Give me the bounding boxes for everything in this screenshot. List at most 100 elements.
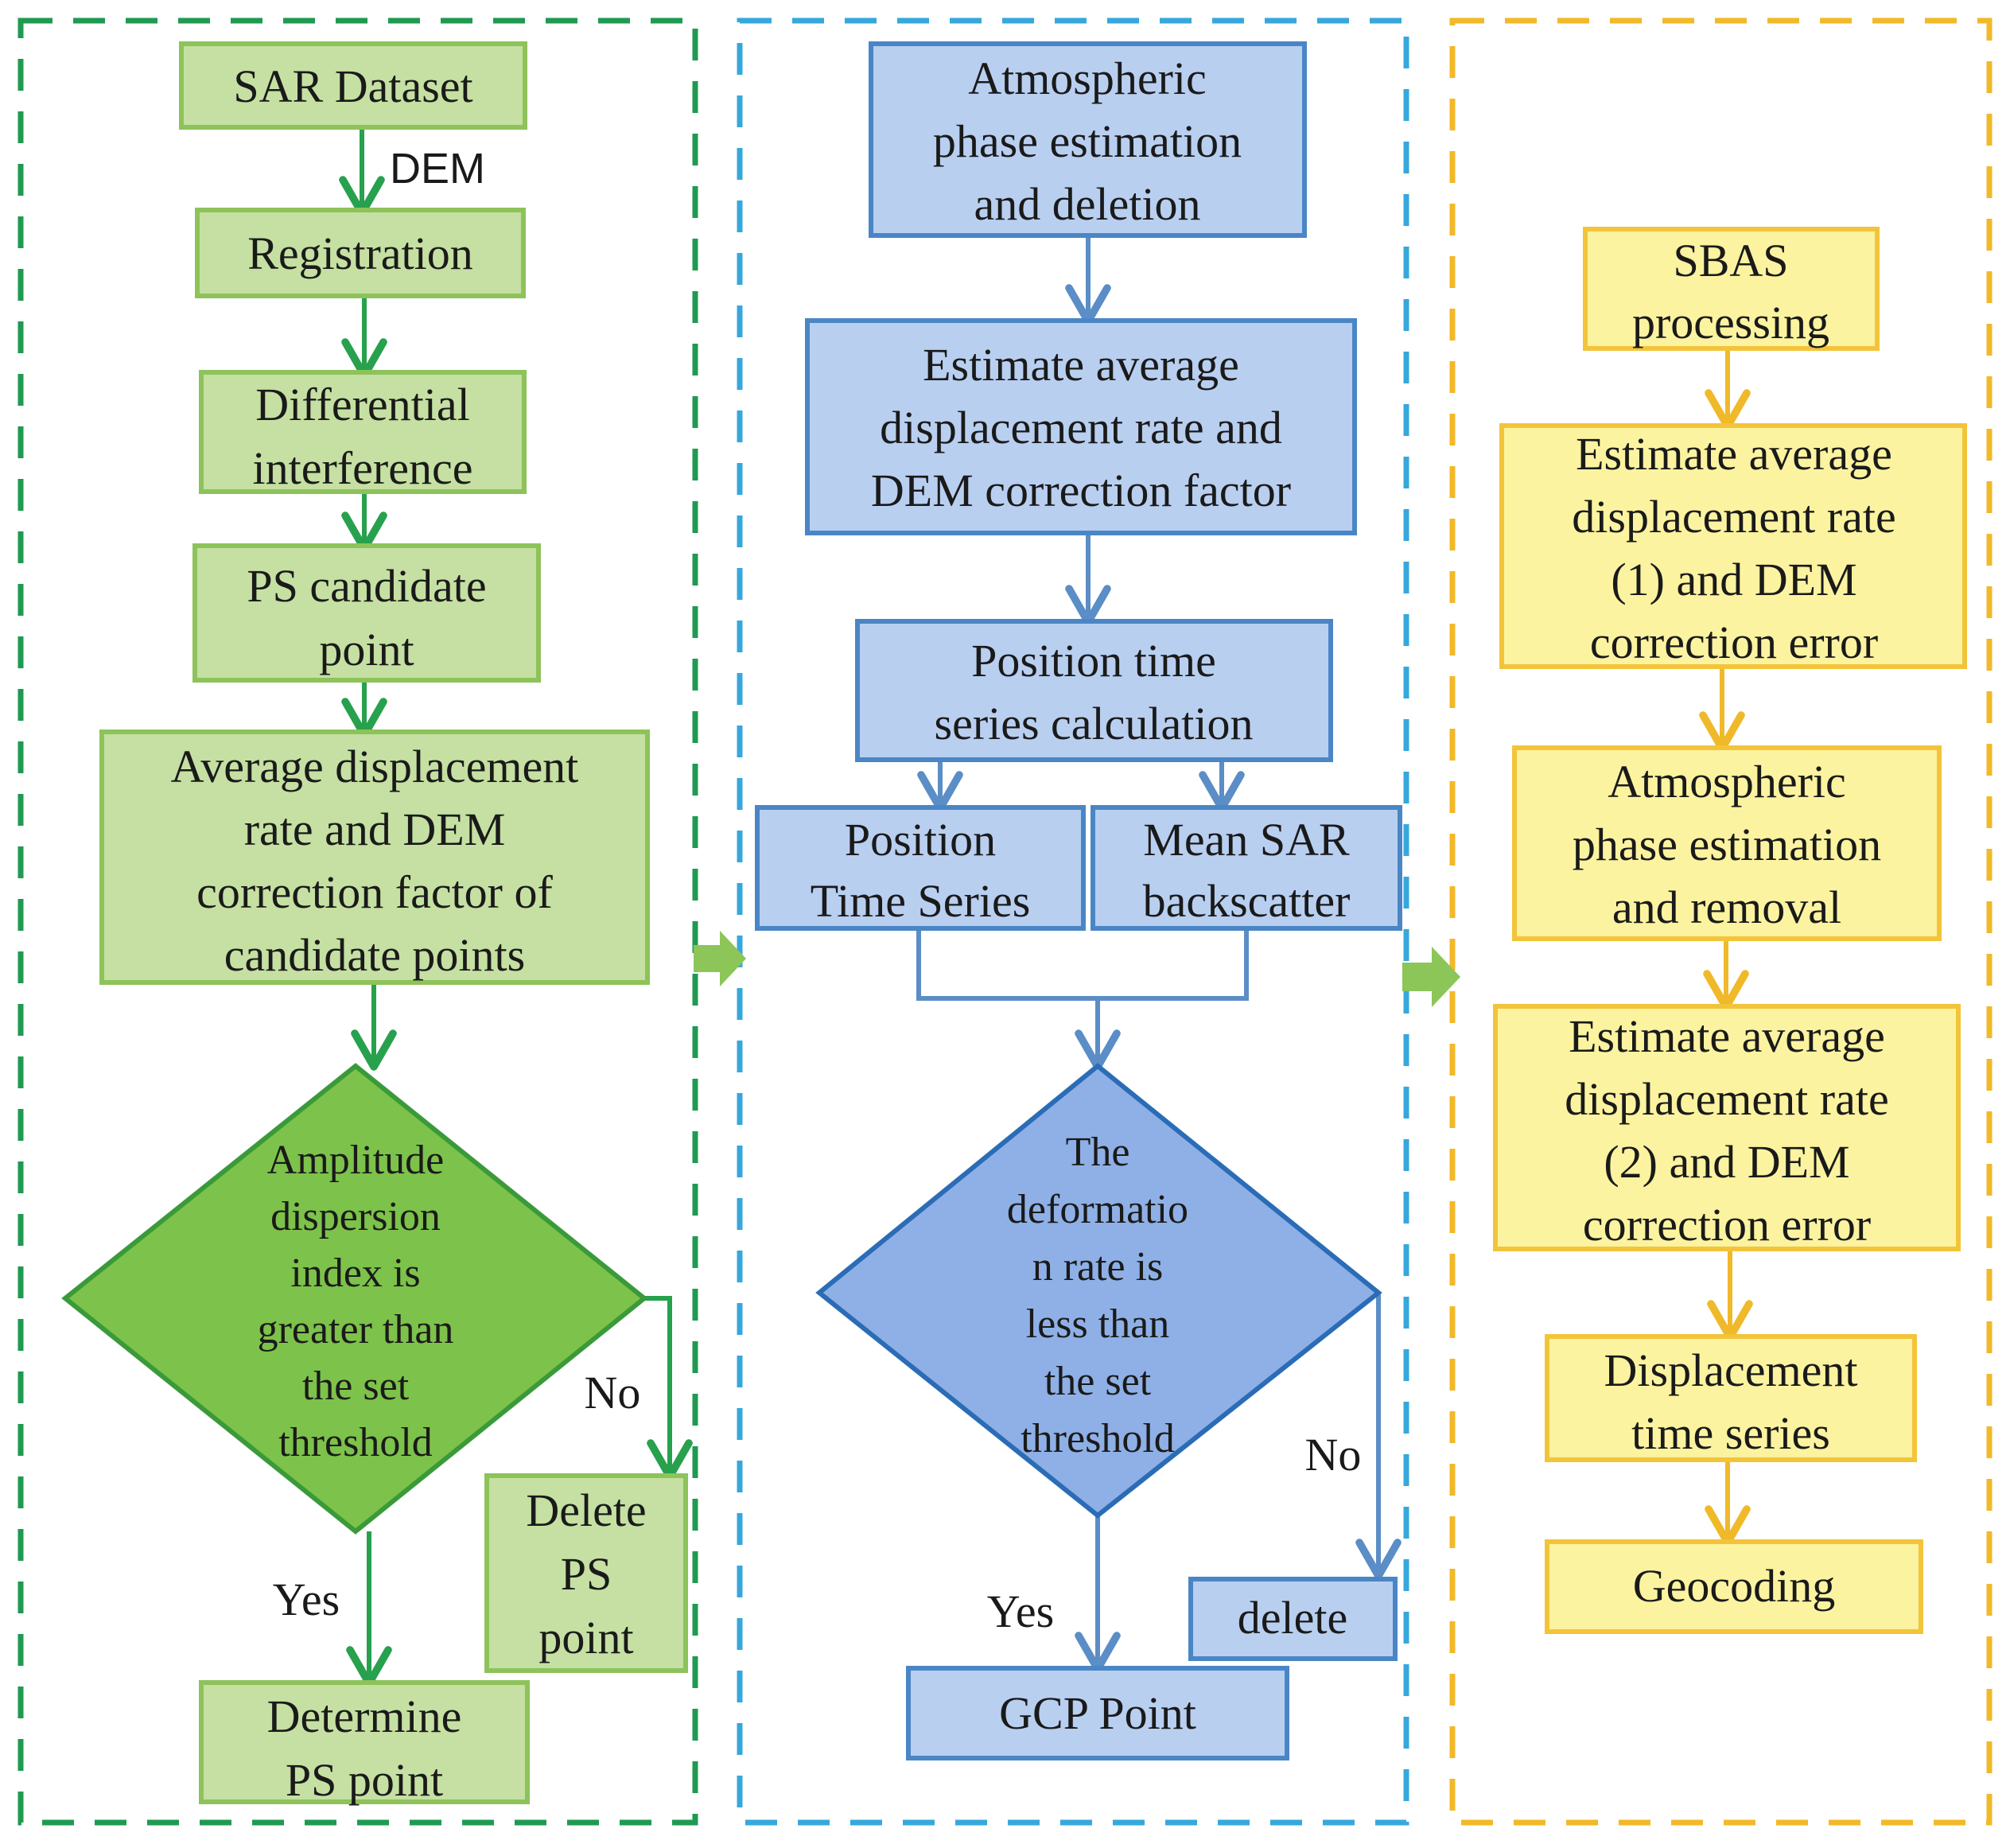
svg-text:Differential: Differential — [255, 379, 469, 430]
label-determine-ps-point: Determine PS point — [267, 1690, 462, 1806]
panel-3-yellow: SBAS processing Estimate average displac… — [1493, 227, 1967, 1634]
label-atmospheric-deletion: Atmospheric phase estimation and deletio… — [933, 53, 1242, 230]
svg-text:point: point — [538, 1612, 633, 1663]
box-position-calc — [855, 619, 1333, 762]
box-mean-sar-backscatter — [1091, 805, 1402, 931]
panel-2-border — [737, 18, 1409, 1826]
box-atmospheric-deletion — [869, 41, 1307, 238]
box-gcp-point — [906, 1666, 1289, 1760]
panel-1-green: SAR Dataset DEM Registration Differentia… — [61, 41, 693, 1806]
svg-text:index is: index is — [290, 1251, 420, 1296]
connector-merge — [916, 928, 1249, 1001]
svg-text:correction error: correction error — [1590, 617, 1878, 668]
panel-transition-arrow-1 — [694, 931, 746, 986]
svg-text:the set: the set — [1044, 1359, 1152, 1404]
svg-text:dispersion: dispersion — [270, 1194, 441, 1239]
box-average-displacement — [99, 729, 650, 985]
label-displacement-time-series: Displacement time series — [1604, 1344, 1858, 1459]
svg-text:Determine: Determine — [267, 1690, 462, 1742]
diamond-amplitude-dispersion — [61, 1063, 648, 1535]
label-sar-dataset: SAR Dataset — [233, 60, 472, 112]
box-estimate-dem-factor — [805, 318, 1357, 535]
label-no-panel2: No — [1305, 1429, 1362, 1480]
svg-text:PS: PS — [561, 1548, 612, 1600]
label-deformation-rate: The deformatio n rate is less than the s… — [1007, 1130, 1188, 1461]
svg-text:Estimate average: Estimate average — [1569, 1010, 1885, 1062]
panel-transition-arrow-2 — [1402, 947, 1460, 1007]
svg-text:series calculation: series calculation — [935, 698, 1254, 749]
svg-text:Position: Position — [845, 814, 996, 866]
diamond-deformation-rate — [815, 1063, 1382, 1519]
panel-2-blue: Atmospheric phase estimation and deletio… — [755, 41, 1402, 1760]
svg-text:interference: interference — [253, 442, 473, 494]
box-atmospheric-removal — [1512, 745, 1942, 941]
svg-text:rate and DEM: rate and DEM — [244, 803, 506, 855]
label-average-displacement: Average displacement rate and DEM correc… — [171, 741, 579, 981]
label-differential-interference: Differential interference — [253, 379, 473, 494]
svg-text:Position time: Position time — [971, 635, 1216, 687]
svg-text:candidate points: candidate points — [224, 929, 526, 981]
svg-text:and deletion: and deletion — [974, 178, 1200, 230]
label-position-calc: Position time series calculation — [935, 635, 1254, 749]
label-gcp-point: GCP Point — [999, 1687, 1196, 1739]
box-position-time-series — [755, 805, 1086, 931]
svg-text:(1) and DEM: (1) and DEM — [1611, 554, 1856, 605]
svg-text:displacement rate: displacement rate — [1572, 491, 1895, 543]
label-sbas-processing: SBAS processing — [1632, 235, 1829, 348]
svg-text:displacement rate and: displacement rate and — [880, 402, 1282, 453]
label-ps-candidate-point: PS candidate point — [247, 560, 486, 675]
svg-text:point: point — [319, 624, 414, 675]
label-atmospheric-removal: Atmospheric phase estimation and removal — [1573, 756, 1881, 933]
svg-text:time series: time series — [1631, 1407, 1830, 1459]
svg-text:PS point: PS point — [286, 1754, 443, 1806]
svg-text:less than: less than — [1026, 1301, 1170, 1347]
box-sbas-processing — [1583, 227, 1880, 351]
label-estimate-2: Estimate average displacement rate (2) a… — [1565, 1010, 1888, 1251]
arrow-diamond-no-to-delete — [644, 1296, 693, 1480]
svg-text:DEM correction factor: DEM correction factor — [871, 465, 1291, 516]
svg-text:Mean SAR: Mean SAR — [1143, 814, 1350, 866]
svg-text:Time Series: Time Series — [811, 875, 1031, 927]
box-ps-candidate-point — [192, 543, 541, 683]
label-yes-panel2: Yes — [987, 1585, 1054, 1637]
box-estimate-2 — [1493, 1004, 1961, 1251]
svg-text:and removal: and removal — [1612, 881, 1841, 933]
svg-text:Atmospheric: Atmospheric — [1608, 756, 1846, 807]
svg-text:correction error: correction error — [1583, 1199, 1871, 1251]
label-no-panel1: No — [585, 1367, 641, 1418]
svg-text:PS candidate: PS candidate — [247, 560, 486, 612]
box-geocoding — [1545, 1539, 1923, 1634]
box-differential-interference — [199, 370, 527, 494]
svg-text:threshold: threshold — [1021, 1416, 1175, 1461]
svg-text:phase estimation: phase estimation — [1573, 819, 1881, 870]
label-yes-panel1: Yes — [273, 1574, 340, 1625]
panel-1-border — [17, 18, 698, 1826]
label-mean-sar-backscatter: Mean SAR backscatter — [1143, 814, 1351, 927]
label-delete-ps-point: Delete PS point — [526, 1484, 646, 1663]
svg-text:backscatter: backscatter — [1143, 875, 1351, 927]
box-estimate-1 — [1499, 423, 1967, 669]
panel-3-border — [1449, 18, 1993, 1826]
label-registration: Registration — [247, 228, 473, 279]
label-dem: DEM — [390, 145, 485, 193]
svg-text:deformatio: deformatio — [1007, 1187, 1188, 1232]
svg-text:threshold: threshold — [278, 1420, 433, 1465]
svg-text:Displacement: Displacement — [1604, 1344, 1858, 1396]
svg-text:greater than: greater than — [258, 1307, 454, 1352]
label-position-time-series: Position Time Series — [811, 814, 1031, 927]
label-delete: delete — [1238, 1592, 1347, 1644]
svg-text:n rate is: n rate is — [1032, 1244, 1164, 1290]
box-determine-ps-point — [199, 1680, 530, 1804]
svg-text:Amplitude: Amplitude — [267, 1138, 444, 1183]
svg-text:Estimate average: Estimate average — [1576, 428, 1892, 480]
box-displacement-time-series — [1545, 1334, 1917, 1462]
svg-text:the set: the set — [302, 1364, 410, 1409]
svg-text:Estimate average: Estimate average — [923, 339, 1239, 391]
box-sar-dataset — [179, 41, 527, 130]
svg-text:Average displacement: Average displacement — [171, 741, 579, 792]
svg-text:Atmospheric: Atmospheric — [968, 53, 1207, 104]
svg-text:(2) and DEM: (2) and DEM — [1604, 1136, 1849, 1188]
box-delete — [1188, 1577, 1398, 1661]
svg-text:The: The — [1066, 1130, 1130, 1175]
svg-text:Delete: Delete — [526, 1484, 646, 1536]
